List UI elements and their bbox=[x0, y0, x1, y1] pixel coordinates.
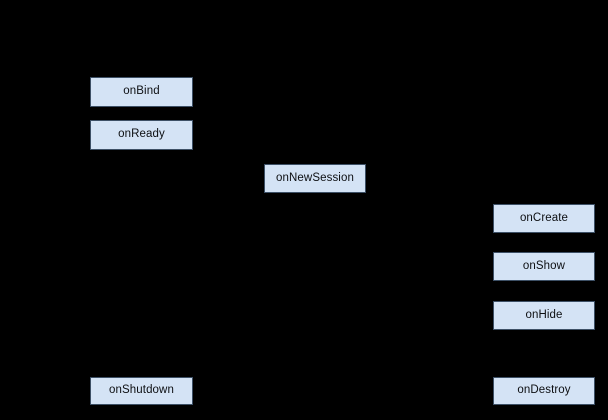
node-on-shutdown-label: onShutdown bbox=[109, 384, 174, 397]
node-on-create-label: onCreate bbox=[519, 211, 569, 224]
node-on-hide-label: onHide bbox=[525, 308, 563, 321]
node-on-shutdown[interactable]: onShutdown bbox=[90, 377, 193, 405]
node-on-show-label: onShow bbox=[522, 259, 566, 272]
node-on-new-session-label: onNewSession bbox=[276, 171, 354, 184]
node-on-bind-label: onBind bbox=[123, 85, 160, 98]
node-on-show[interactable]: onShow bbox=[493, 252, 595, 281]
node-on-ready-label: onReady bbox=[118, 128, 165, 141]
node-on-new-session[interactable]: onNewSession bbox=[264, 164, 366, 193]
node-on-create[interactable]: onCreate bbox=[493, 204, 595, 233]
node-on-bind[interactable]: onBind bbox=[90, 77, 193, 107]
node-on-destroy[interactable]: onDestroy bbox=[493, 377, 595, 405]
connector-on-new-session-to-on-create bbox=[366, 177, 493, 219]
node-on-destroy-label: onDestroy bbox=[517, 384, 571, 397]
node-on-hide[interactable]: onHide bbox=[493, 301, 595, 330]
connector-on-ready-to-on-new-session bbox=[141, 150, 264, 179]
node-on-ready[interactable]: onReady bbox=[90, 120, 193, 150]
connector-lines bbox=[141, 107, 545, 392]
